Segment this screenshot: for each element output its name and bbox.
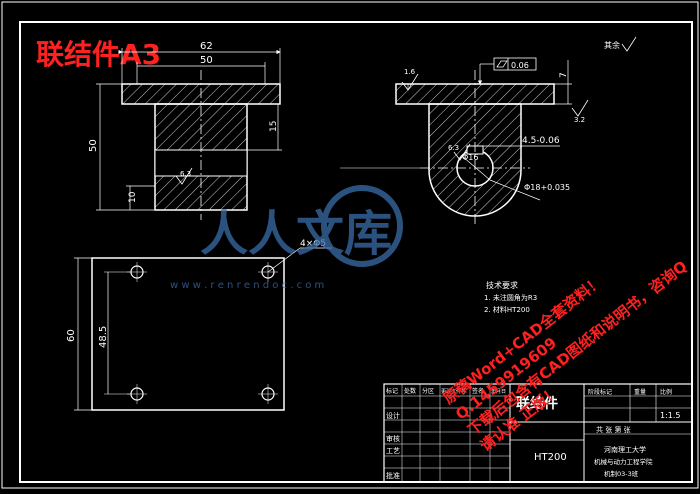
tech-req-line1: 1. 未注圆角为R3 <box>484 293 537 302</box>
dim-keyway: 4.5-0.06 <box>522 136 560 146</box>
dim-10: 10 <box>128 191 138 203</box>
roughness-front: 6.3 <box>180 170 191 178</box>
title-overlay: 联结件A3 <box>36 38 161 71</box>
tb-part-name: 联结件 <box>516 395 558 412</box>
tb-process: 工艺 <box>386 447 400 455</box>
tech-requirements: 技术要求 1. 未注圆角为R3 2. 材料HT200 <box>484 280 537 314</box>
dim-7: 7 <box>559 72 569 78</box>
section-view: 0.06 7 4.5-0.06 Φ16 Φ18+0.035 1.6 3.2 6.… <box>340 36 637 225</box>
dim-r: Φ18+0.035 <box>524 183 570 192</box>
roughness-right: 3.2 <box>574 116 585 124</box>
front-view: 62 50 50 10 15 6.3 <box>88 41 282 220</box>
tb-sheet: 共 张 第 张 <box>596 425 631 434</box>
dim-62: 62 <box>200 41 213 52</box>
roughness-tl: 1.6 <box>404 68 416 76</box>
tb-weight: 重量 <box>634 388 646 396</box>
dim-50-height: 50 <box>88 139 99 152</box>
tb-scale-label: 比例 <box>660 388 672 396</box>
tb-row-label-5: 年月日 <box>491 388 506 395</box>
tb-row-label-4: 签名 <box>472 387 484 395</box>
watermark-logo: 人人文库 <box>200 206 392 262</box>
tech-req-title: 技术要求 <box>486 280 518 290</box>
tb-stage: 阶段标记 <box>588 388 612 396</box>
dim-60: 60 <box>66 329 77 342</box>
tb-approve: 批准 <box>386 471 400 480</box>
dim-48-5: 48.5 <box>98 326 109 348</box>
tb-dept: 机械与动力工程学院 <box>594 457 653 466</box>
dim-15: 15 <box>269 121 279 132</box>
roughness-mid: 6.3 <box>448 144 459 152</box>
tech-req-line2: 2. 材料HT200 <box>484 305 530 314</box>
dim-50-top: 50 <box>200 55 213 66</box>
tb-row-label-3: 更改文件号 <box>441 388 466 395</box>
tb-material: HT200 <box>534 452 567 463</box>
dim-bore: Φ16 <box>462 153 478 162</box>
title-block <box>383 383 693 483</box>
top-view: 4×Φ5 60 48.5 <box>66 239 332 411</box>
title-block-text: 标记 处数 分区 更改文件号 签名 年月日 设计 审核 工艺 批准 联结件 HT… <box>386 387 681 480</box>
tb-row-label-0: 标记 <box>386 387 398 395</box>
watermark-site: w w w . r e n r e n d o c . c o m <box>170 280 324 291</box>
dim-holes: 4×Φ5 <box>300 239 326 249</box>
tb-row-label-1: 处数 <box>404 387 416 395</box>
roughness-note: 其余 <box>604 40 620 50</box>
watermark: 人人文库 w w w . r e n r e n d o c . c o m <box>170 185 403 291</box>
inner-border <box>19 21 693 483</box>
tb-check: 审核 <box>386 434 400 443</box>
red-watermark: 原稿Word+CAD全套资料！ Q.1459919609 下载后包含有CAD图纸… <box>440 257 691 455</box>
tb-design: 设计 <box>386 411 400 420</box>
tb-school: 河南理工大学 <box>604 445 646 454</box>
tb-scale: 1:1.5 <box>660 411 681 420</box>
flatness-value: 0.06 <box>511 61 529 70</box>
tb-row-label-2: 分区 <box>422 387 434 395</box>
tb-class: 机制03-3班 <box>604 469 639 478</box>
watermark-logo-ring <box>321 185 403 267</box>
